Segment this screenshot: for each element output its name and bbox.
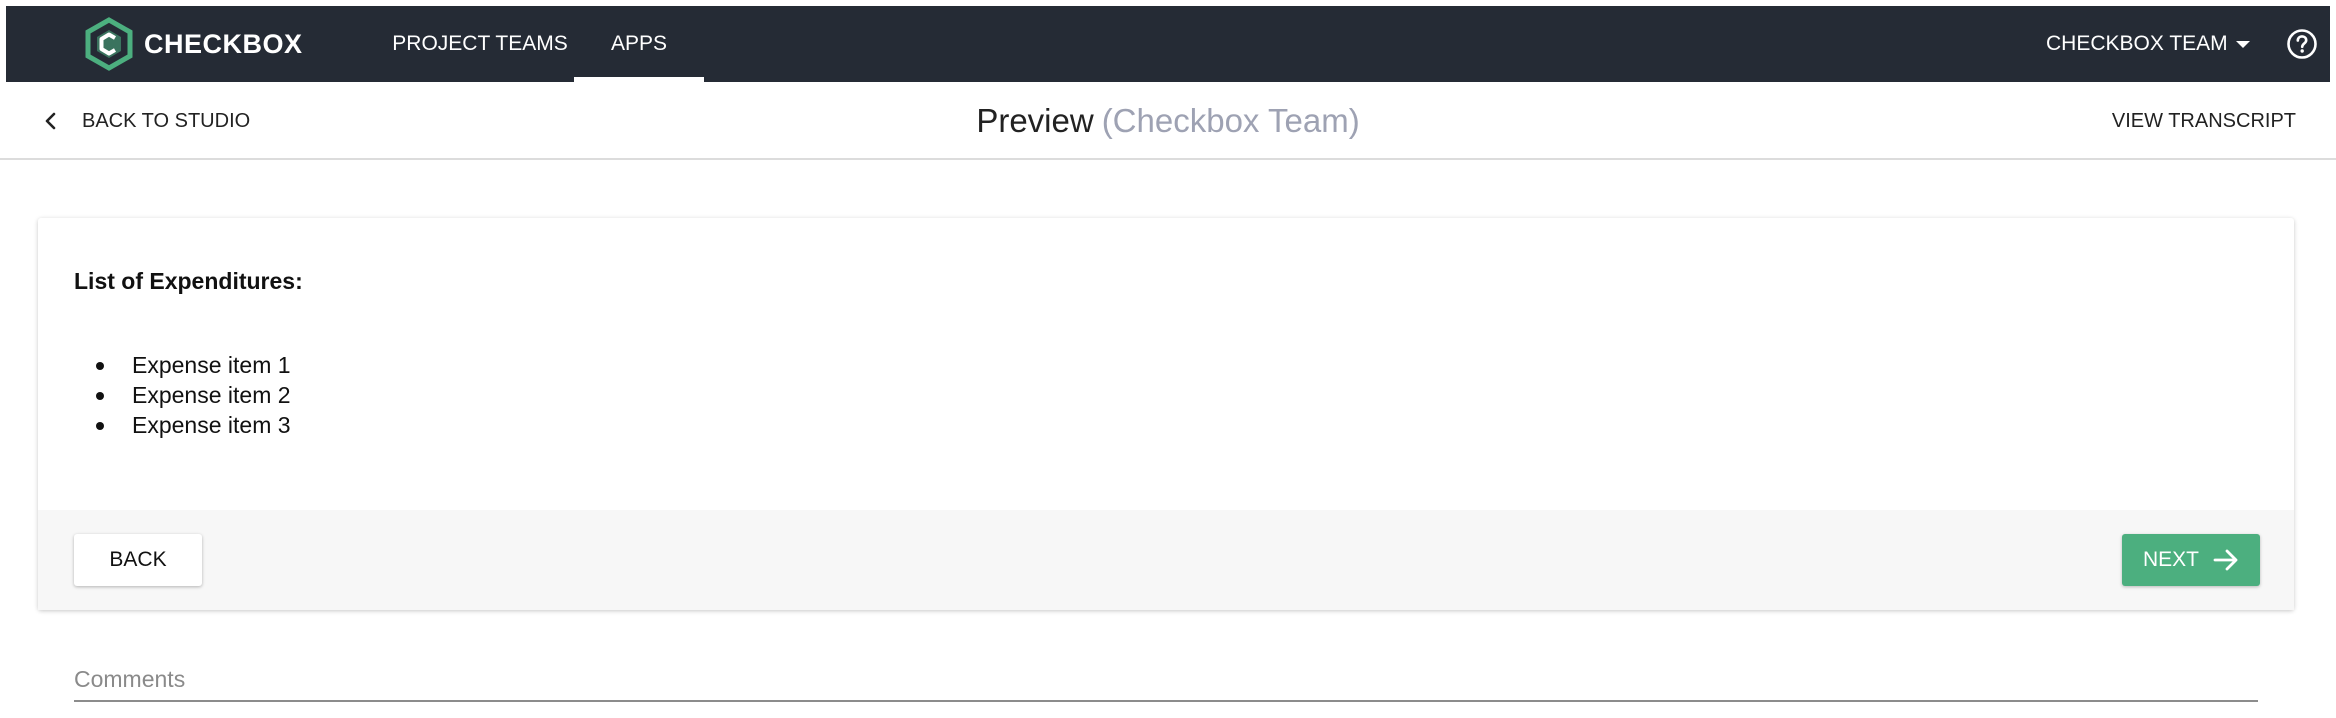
card-heading: List of Expenditures: — [74, 268, 303, 294]
back-button[interactable]: BACK — [74, 534, 202, 586]
next-button[interactable]: NEXT — [2122, 534, 2260, 586]
help-circle-icon[interactable] — [2286, 28, 2318, 60]
checkbox-logo[interactable]: CHECKBOX — [82, 16, 303, 72]
comments-input[interactable] — [74, 658, 2258, 702]
nav-tab-project-teams[interactable]: PROJECT TEAMS — [392, 32, 568, 55]
logo-text: CHECKBOX — [144, 28, 303, 59]
list-item: Expense item 2 — [96, 380, 291, 410]
expense-list: Expense item 1 Expense item 2 Expense it… — [96, 350, 291, 440]
team-menu-label: CHECKBOX TEAM — [2046, 32, 2228, 55]
back-to-studio-label: BACK TO STUDIO — [82, 109, 251, 132]
back-to-studio-link[interactable]: BACK TO STUDIO — [42, 82, 250, 160]
page-title-team: (Checkbox Team) — [1101, 102, 1360, 139]
card-footer: BACK NEXT — [38, 510, 2294, 610]
preview-card: List of Expenditures: Expense item 1 Exp… — [38, 218, 2294, 610]
view-transcript-link[interactable]: VIEW TRANSCRIPT — [2111, 109, 2296, 132]
caret-down-icon — [2235, 40, 2250, 48]
nav-tab-apps[interactable]: APPS — [574, 6, 704, 82]
page-title-main: Preview — [976, 102, 1094, 139]
list-item: Expense item 1 — [96, 350, 291, 380]
page-title: Preview (Checkbox Team) — [0, 82, 2336, 160]
checkbox-logo-icon — [85, 17, 133, 71]
preview-subheader: BACK TO STUDIO Preview (Checkbox Team) V… — [0, 82, 2336, 160]
team-menu-dropdown[interactable]: CHECKBOX TEAM — [2046, 6, 2250, 82]
top-navbar: CHECKBOX PROJECT TEAMS APPS CHECKBOX TEA… — [6, 6, 2330, 82]
next-button-label: NEXT — [2142, 548, 2199, 571]
chevron-left-icon — [45, 112, 56, 130]
arrow-right-icon — [2213, 549, 2238, 571]
list-item: Expense item 3 — [96, 410, 291, 440]
